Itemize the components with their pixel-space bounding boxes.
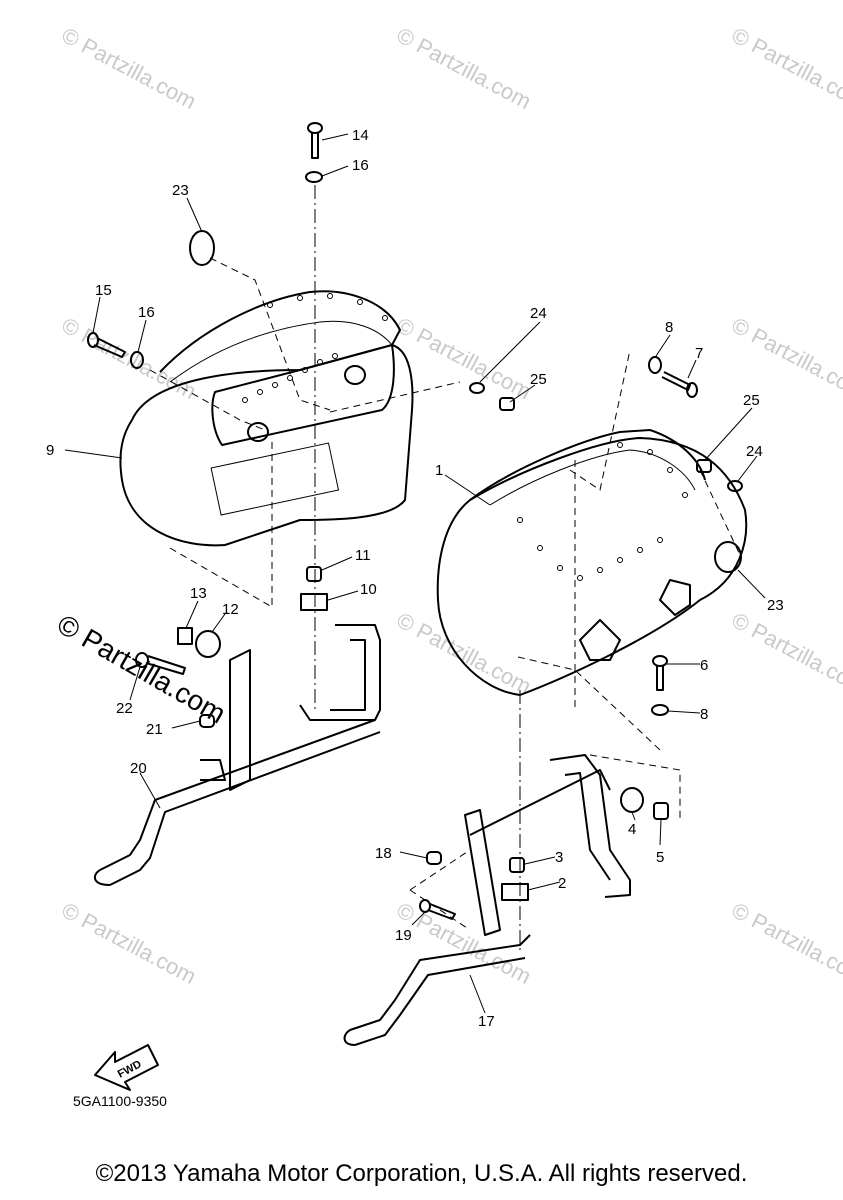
callout-20: 20 <box>130 760 147 777</box>
watermark: © Partzilla.com <box>58 22 201 114</box>
damper-12 <box>195 630 221 658</box>
callout-12: 12 <box>222 601 239 618</box>
emblem-23 <box>714 541 742 573</box>
watermark: © Partzilla.com <box>728 22 843 114</box>
collar-13 <box>177 627 193 645</box>
right-bracket-17 <box>343 754 631 1046</box>
callout-18: 18 <box>375 845 392 862</box>
watermark: © Partzilla.com <box>393 312 536 404</box>
damper-4 <box>620 787 644 813</box>
washer-16 <box>305 171 323 183</box>
callout-23: 23 <box>172 182 189 199</box>
stud-row <box>242 293 388 403</box>
watermark: © Partzilla.com <box>728 607 843 699</box>
washer-8 <box>651 704 669 716</box>
callout-13: 13 <box>190 585 207 602</box>
fwd-label: FWD <box>116 1058 144 1080</box>
callout-19: 19 <box>395 927 412 944</box>
callout-2: 2 <box>558 875 566 892</box>
right-saddlebag <box>436 429 748 696</box>
callout-1: 1 <box>435 462 443 479</box>
bolt-22 <box>135 652 186 675</box>
washer-8 <box>648 356 662 374</box>
damper-10 <box>300 593 328 611</box>
callout-21: 21 <box>146 721 163 738</box>
callout-16: 16 <box>352 157 369 174</box>
washer-24 <box>469 382 485 394</box>
washer-24 <box>727 480 743 492</box>
bolt-7 <box>661 371 698 398</box>
watermark: © Partzilla.com <box>58 312 201 404</box>
callout-24: 24 <box>530 305 547 322</box>
bolt-14 <box>307 122 323 159</box>
watermark: © Partzilla.com <box>393 22 536 114</box>
callout-11: 11 <box>355 547 371 564</box>
callout-17: 17 <box>478 1013 495 1030</box>
bolt-18 <box>426 851 442 865</box>
bolt-6 <box>652 655 668 691</box>
callout-22: 22 <box>116 700 133 717</box>
diagram-code: 5GA1100-9350 <box>73 1093 167 1109</box>
left-bracket-20 <box>93 624 381 886</box>
callout-5: 5 <box>656 849 664 866</box>
callout-15: 15 <box>95 282 112 299</box>
watermark-prominent: © Partzilla.com <box>52 608 231 729</box>
nut-25 <box>499 397 515 411</box>
callout-8: 8 <box>700 706 708 723</box>
callout-24: 24 <box>746 443 763 460</box>
washer-16 <box>130 351 144 369</box>
nut-25 <box>696 459 712 473</box>
callout-16: 16 <box>138 304 155 321</box>
callout-10: 10 <box>360 581 377 598</box>
watermark-layer: © Partzilla.com © Partzilla.com © Partzi… <box>52 22 843 989</box>
callout-9: 9 <box>46 442 54 459</box>
left-saddlebag <box>119 290 414 547</box>
callout-4: 4 <box>628 821 636 838</box>
callout-labels: 14 16 23 15 16 9 24 25 8 7 25 24 1 23 11… <box>46 127 784 1030</box>
callout-25: 25 <box>530 371 547 388</box>
copyright-notice: ©2013 Yamaha Motor Corporation, U.S.A. A… <box>95 1160 748 1187</box>
fwd-arrow-icon: FWD <box>94 1044 159 1091</box>
collar-11 <box>306 566 322 582</box>
watermark: © Partzilla.com <box>393 897 536 989</box>
collar-5 <box>653 802 669 820</box>
callout-3: 3 <box>555 849 563 866</box>
callout-8: 8 <box>665 319 673 336</box>
callout-25: 25 <box>743 392 760 409</box>
watermark: © Partzilla.com <box>728 312 843 404</box>
collar-3 <box>509 857 525 873</box>
stud-row <box>517 442 688 581</box>
leader-lines <box>64 133 766 1014</box>
watermark: © Partzilla.com <box>728 897 843 989</box>
callout-7: 7 <box>695 345 703 362</box>
assembly-guides <box>149 185 741 950</box>
damper-2 <box>501 883 529 901</box>
callout-14: 14 <box>352 127 369 144</box>
watermark: © Partzilla.com <box>58 897 201 989</box>
emblem-23 <box>189 230 215 266</box>
watermark: © Partzilla.com <box>393 607 536 699</box>
callout-6: 6 <box>700 657 708 674</box>
callout-23: 23 <box>767 597 784 614</box>
